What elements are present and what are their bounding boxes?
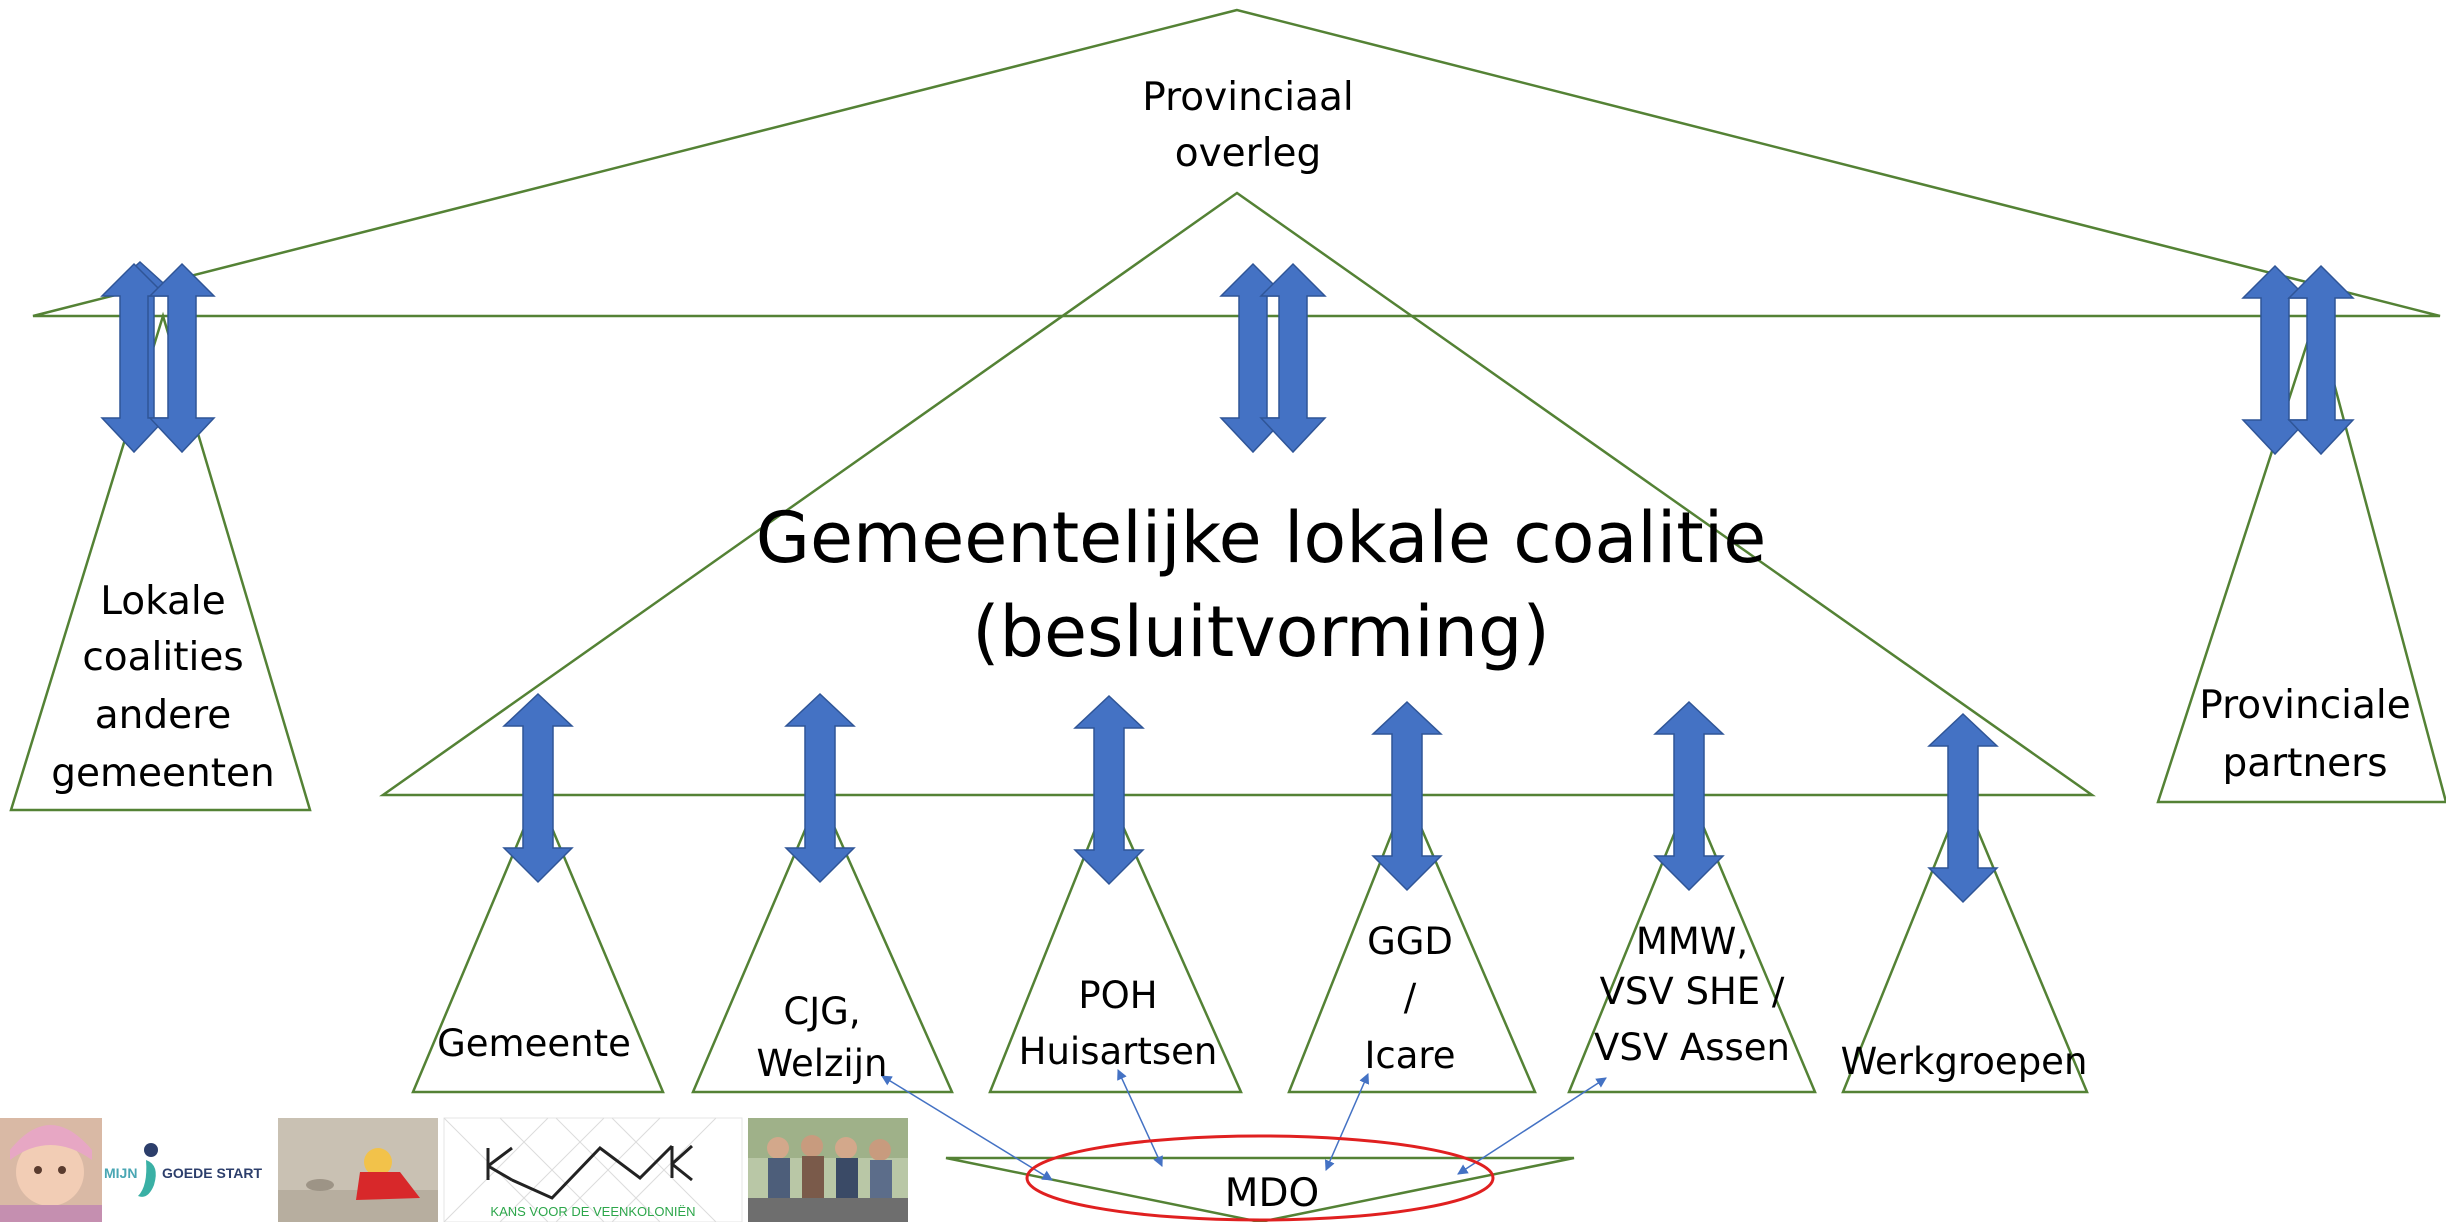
werkgroepen-triangle <box>1841 791 2089 1094</box>
mmw-label-line1: MMW, <box>1636 920 1748 963</box>
gemeente-triangle <box>411 791 665 1094</box>
logo-kans-text: KANS VOOR DE VEENKOLONIËN <box>490 1204 695 1219</box>
mdo-triangle <box>945 1156 1575 1222</box>
connector-cjg-mdo <box>881 1075 1053 1181</box>
other-municipalities-line2: coalities <box>82 635 243 680</box>
arrow-werkgroepen <box>1927 712 1999 904</box>
cjg-label-line2: Welzijn <box>757 1042 888 1085</box>
arrow-mmw <box>1653 700 1725 892</box>
kans-veenkolonien-logo: KANS VOOR DE VEENKOLONIËN <box>443 1117 743 1222</box>
other-municipalities-triangle <box>9 311 312 812</box>
child-beach-photo <box>278 1118 438 1222</box>
mdo-ellipse <box>1025 1134 1495 1222</box>
double-arrow-center <box>1219 262 1327 454</box>
poh-label-line1: POH <box>1078 974 1157 1017</box>
baby-photo <box>0 1118 102 1222</box>
arrow-cjg <box>784 692 856 884</box>
provincial-triangle <box>32 8 2441 318</box>
arrow-ggd <box>1371 700 1443 892</box>
gemeente-label: Gemeente <box>437 1022 631 1065</box>
connector-ggd-mdo <box>1324 1073 1370 1171</box>
cjg-triangle <box>691 791 954 1094</box>
municipal-title-line2: (besluitvorming) <box>972 591 1550 673</box>
logo-mijn: MIJN <box>104 1165 137 1181</box>
ggd-label-line1: GGD <box>1367 920 1453 963</box>
double-arrow-left <box>100 260 216 454</box>
double-arrow-right <box>2241 264 2355 456</box>
arrow-poh <box>1073 694 1145 886</box>
ggd-triangle <box>1287 791 1537 1094</box>
connector-mmw-mdo <box>1457 1077 1607 1175</box>
municipal-triangle <box>379 191 2096 797</box>
mdo-label: MDO <box>1225 1171 1319 1216</box>
poh-label-line2: Huisartsen <box>1019 1030 1218 1073</box>
provincial-label-line1: Provinciaal <box>1142 75 1353 120</box>
other-municipalities-line3: andere <box>95 693 232 738</box>
other-municipalities-line4: gemeenten <box>51 751 274 796</box>
municipal-title-line1: Gemeentelijke lokale coalitie <box>756 497 1767 579</box>
other-municipalities-line1: Lokale <box>100 579 226 624</box>
cjg-label-line1: CJG, <box>783 990 860 1033</box>
ggd-label-line2: / <box>1404 976 1417 1019</box>
poh-triangle <box>988 791 1243 1094</box>
mmw-label-line2: VSV SHE / <box>1600 970 1785 1013</box>
teenagers-photo <box>748 1118 908 1222</box>
connector-poh-mdo <box>1117 1069 1163 1167</box>
provincial-partners-triangle <box>2156 311 2446 804</box>
arrow-gemeente <box>502 692 574 884</box>
provincial-label-line2: overleg <box>1175 131 1322 176</box>
mmw-triangle <box>1567 791 1817 1094</box>
werkgroepen-label: Werkgroepen <box>1841 1040 2088 1083</box>
ggd-label-line3: Icare <box>1364 1034 1455 1077</box>
provincial-partners-line2: partners <box>2222 741 2387 786</box>
provincial-partners-line1: Provinciale <box>2199 683 2411 728</box>
mmw-label-line3: VSV Assen <box>1594 1026 1790 1069</box>
mijn-goede-start-logo: MIJN GOEDE START <box>102 1118 276 1222</box>
logo-goede-start: GOEDE START <box>162 1165 263 1181</box>
